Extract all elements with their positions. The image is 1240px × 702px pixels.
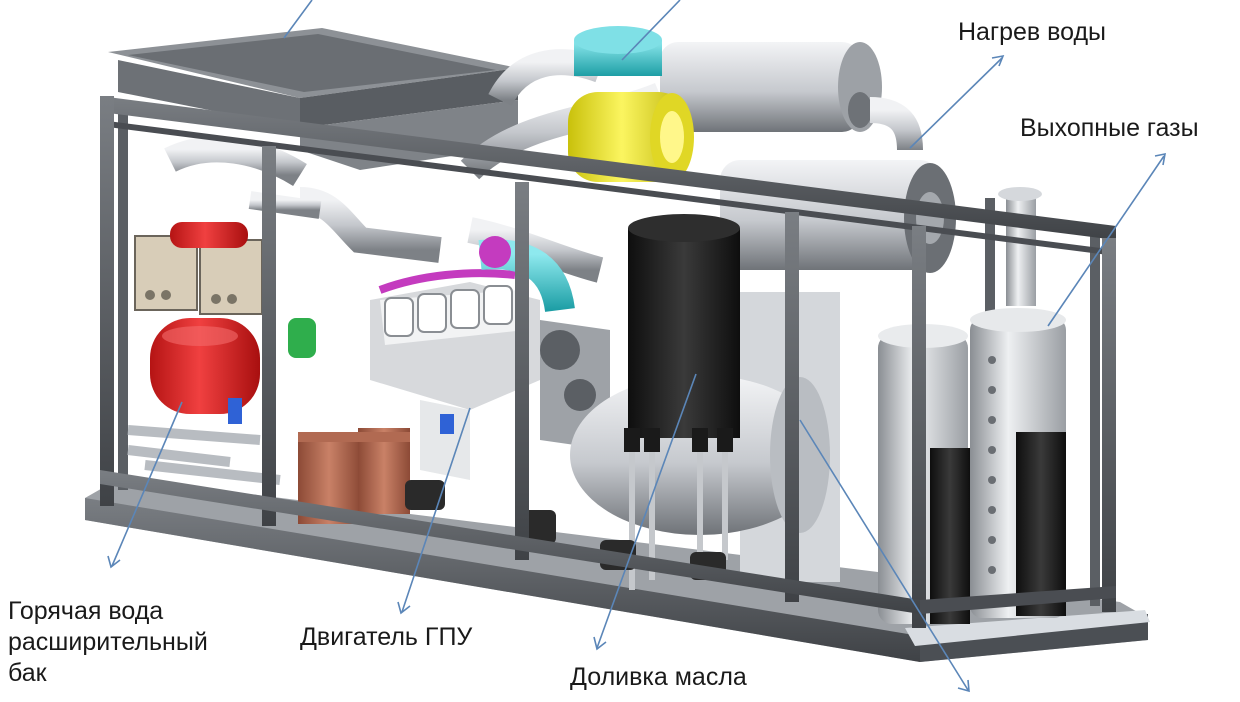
- exhaust-stack: [970, 187, 1066, 618]
- small-pipes: [127, 425, 281, 485]
- green-pump: [288, 318, 316, 358]
- gas-silencer: [878, 324, 970, 624]
- expansion-tank: [150, 222, 260, 414]
- frame-front: [100, 96, 1116, 628]
- label-hot-water-line3: бак: [8, 659, 47, 687]
- label-water-heating: Нагрев воды: [958, 18, 1107, 46]
- leader-exhaust: [1047, 152, 1166, 327]
- leader-gas-inlet: [799, 419, 970, 693]
- oil-tank: [624, 214, 740, 590]
- label-hot-water-line1: Горячая вода: [8, 597, 164, 625]
- air-filter: [568, 26, 694, 182]
- exhaust-silencer-upper: [660, 42, 923, 151]
- label-exhaust-gases: Выхопные газы: [1020, 114, 1199, 142]
- label-oil-topup: Доливка масла: [570, 663, 747, 691]
- leader-water-heating: [909, 54, 1005, 149]
- leader-engine: [397, 407, 471, 615]
- leader-lines: [107, 0, 1166, 693]
- leader-hot-water: [107, 401, 183, 569]
- leader-air-filter: [621, 0, 681, 61]
- leader-oil: [593, 373, 697, 651]
- leader-radiator: [283, 0, 313, 39]
- label-engine: Двигатель ГПУ: [300, 623, 473, 651]
- turbo-pipe: [478, 236, 575, 313]
- label-hot-water-line2: расширительный: [8, 628, 208, 656]
